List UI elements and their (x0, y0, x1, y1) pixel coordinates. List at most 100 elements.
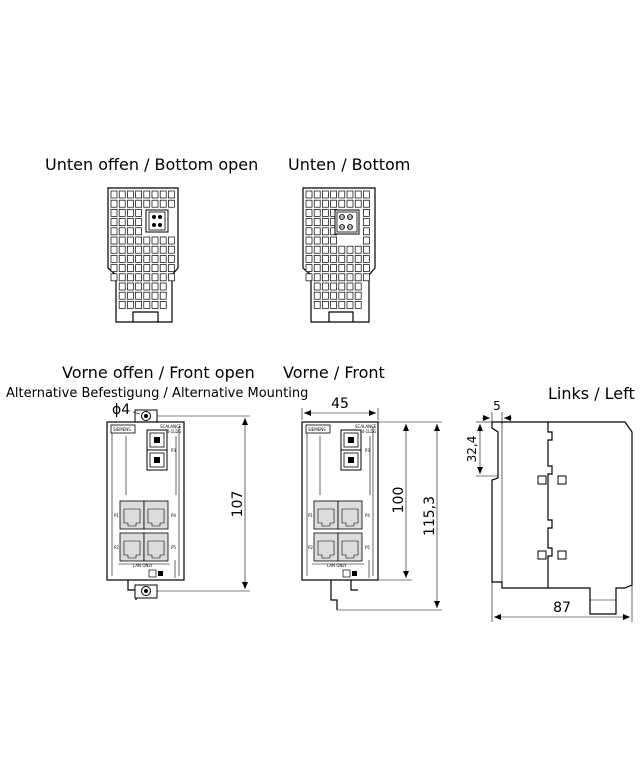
vent-slot (313, 301, 321, 309)
vent-slot (338, 190, 346, 199)
bottom-vent-grid (305, 190, 370, 309)
vent-slot (354, 264, 362, 272)
vent-slot (135, 245, 142, 254)
vent-slot (305, 227, 313, 236)
vent-slot (143, 255, 151, 263)
vent-slot (110, 209, 118, 217)
vent-slot (168, 273, 175, 282)
rj45-port-p2 (119, 532, 145, 562)
vent-slot (330, 301, 337, 309)
vent-slot (143, 264, 151, 272)
front-port-label-p4: P4 (365, 513, 370, 518)
vent-slot (313, 190, 321, 199)
vent-slot (168, 255, 175, 263)
vent-slot (168, 264, 175, 272)
title-left: Links / Left (548, 384, 635, 403)
vent-slot (305, 255, 313, 263)
vent-slot (135, 190, 142, 199)
vent-slot (168, 190, 175, 199)
vent-slot (322, 209, 329, 217)
power-connector (148, 569, 163, 578)
front-open-housing (106, 421, 185, 581)
vent-slot (305, 264, 313, 272)
vent-slot (330, 291, 337, 300)
front-model-line-1: SCALANCE (355, 424, 377, 429)
left-housing (491, 421, 633, 615)
vent-slot (135, 273, 142, 282)
vent-slot (354, 301, 362, 309)
vent-slot (135, 291, 142, 300)
port-label-p4: P4 (171, 513, 176, 518)
bottom-mounting-bracket (127, 580, 158, 600)
vent-slot (354, 255, 362, 263)
vent-slot (151, 301, 159, 309)
vent-slot (135, 301, 142, 309)
vent-slot (322, 264, 329, 272)
vent-slot (151, 282, 159, 291)
vent-slot (354, 199, 362, 208)
vent-slot (118, 227, 126, 236)
vent-slot (110, 264, 118, 272)
vent-slot (346, 273, 354, 282)
vent-slot (127, 273, 134, 282)
vent-slot (127, 291, 134, 300)
vent-slot (354, 190, 362, 199)
vent-slot (118, 218, 126, 226)
vent-right-lower (557, 550, 567, 560)
vent-slot (346, 264, 354, 272)
vent-slot (110, 227, 118, 236)
vent-slot (338, 291, 346, 300)
bottom-view (302, 187, 376, 323)
vent-slot (322, 218, 329, 226)
dim-height-front: 100 (391, 487, 407, 514)
port-label-p2: P2 (114, 545, 119, 550)
vent-slot (338, 255, 346, 263)
vent-slot (346, 199, 354, 208)
vent-slot (346, 291, 354, 300)
lan-only-label: LAN ONLY (133, 563, 153, 568)
vent-slot (135, 282, 142, 291)
vent-slot (305, 245, 313, 254)
vent-slot (305, 236, 313, 245)
vent-slot (127, 190, 134, 199)
bottom-terminal (336, 211, 358, 233)
vent-slot (118, 236, 126, 245)
vent-slot (313, 209, 321, 217)
vent-slot (143, 190, 151, 199)
vent-slot (159, 273, 167, 282)
vent-slot (346, 282, 354, 291)
front-sfp-port-upper (340, 429, 362, 451)
vent-slot (313, 218, 321, 226)
front-rj45-port-p4 (337, 500, 363, 530)
front-port-label-p3: P3 (365, 448, 370, 453)
vent-slot (159, 291, 167, 300)
vent-slot (118, 199, 126, 208)
front-brand-plate (305, 424, 331, 434)
brand-plate (110, 424, 136, 434)
vent-slot (313, 236, 321, 245)
vent-slot (110, 245, 118, 254)
front-port-label-p2: P2 (308, 545, 313, 550)
vent-slot (322, 282, 329, 291)
vent-slot (118, 301, 126, 309)
brand-label: SIEMENS (113, 427, 131, 432)
vent-slot (346, 255, 354, 263)
vent-slot (127, 218, 134, 226)
vent-slot (159, 264, 167, 272)
vent-slot (127, 282, 134, 291)
vent-slot (363, 264, 370, 272)
vent-slot (127, 199, 134, 208)
vent-slot (338, 282, 346, 291)
vent-slot (313, 264, 321, 272)
vent-slot (143, 291, 151, 300)
vent-slot (143, 245, 151, 254)
sfp-port-lower (146, 449, 168, 471)
vent-slot (322, 190, 329, 199)
vent-slot (151, 255, 159, 263)
vent-slot (313, 245, 321, 254)
vent-slot (135, 236, 142, 245)
vent-slot (313, 199, 321, 208)
sfp-port-upper (146, 429, 168, 451)
vent-right-upper (557, 475, 567, 485)
